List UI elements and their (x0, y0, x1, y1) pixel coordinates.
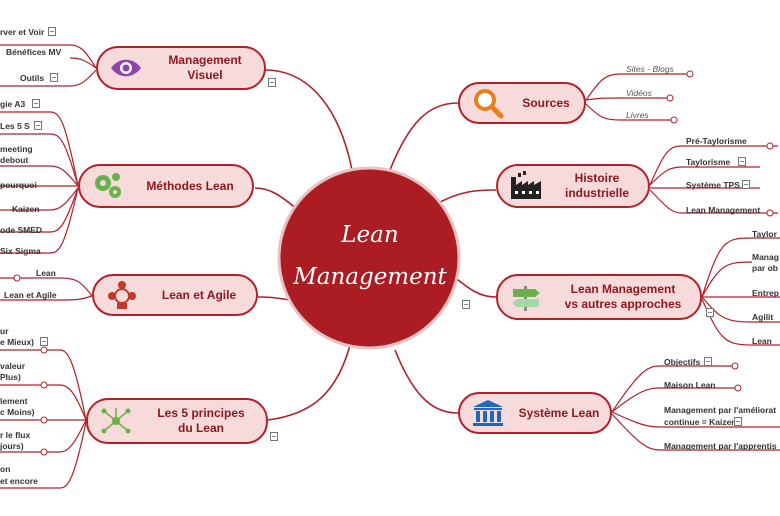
node-label: Sources (522, 95, 570, 110)
leaf-item[interactable]: ur (0, 326, 9, 336)
leaf-item[interactable]: Plus) (0, 372, 21, 382)
leaf-item[interactable]: c Moins) (0, 407, 35, 417)
node-label-line2: industrielle (564, 186, 629, 200)
leaf-item[interactable]: on (0, 464, 11, 474)
leaf-item[interactable]: gie A3 (0, 99, 26, 109)
factory-icon (506, 166, 546, 206)
leaf-item[interactable]: Lean et Agile (4, 290, 57, 300)
leaf-item[interactable]: et encore (0, 476, 38, 486)
leaf-item[interactable]: Sites - Blogs (626, 64, 674, 74)
leaf-item[interactable]: jours) (0, 441, 24, 451)
node-label-line1: Management (168, 53, 242, 67)
leaf-item[interactable]: Taylor (752, 229, 777, 239)
leaf-item[interactable]: Outils (20, 73, 45, 83)
node-label: Méthodes Lean (146, 178, 234, 193)
note-icon[interactable] (32, 99, 40, 108)
leaf-connectors (0, 44, 97, 489)
leaf-item[interactable]: Système TPS (686, 180, 740, 190)
network-icon (96, 401, 136, 441)
note-icon[interactable] (268, 78, 276, 87)
leaf-item[interactable]: Six Sigma (0, 246, 41, 256)
node-methodes-lean[interactable]: Méthodes Lean (78, 164, 254, 208)
note-icon[interactable] (462, 300, 470, 309)
node-label: Système Lean (518, 405, 600, 420)
leaf-item[interactable]: rver et Voir (0, 27, 45, 37)
leaf-item[interactable]: Maison Lean (664, 380, 716, 390)
leaf-item[interactable]: Lean Management (686, 205, 761, 215)
node-label-line2: vs autres approches (564, 297, 682, 311)
note-icon[interactable] (742, 180, 750, 189)
magnifier-icon (468, 83, 508, 123)
leaf-item[interactable]: pourquoi (0, 180, 37, 190)
note-icon[interactable] (50, 73, 58, 82)
node-label-line1: Les 5 principes (157, 406, 245, 420)
node-label-line1: Lean Management (570, 282, 676, 296)
note-icon[interactable] (734, 417, 742, 426)
leaf-item[interactable]: Les 5 S (0, 121, 30, 131)
leaf-item[interactable]: Taylorisme (686, 157, 731, 167)
leaf-item[interactable]: continue = Kaizen (664, 417, 737, 427)
note-icon[interactable] (704, 357, 712, 366)
leaf-item[interactable]: Bénéfices MV (6, 47, 62, 57)
leaf-item[interactable]: meeting (0, 144, 33, 154)
leaf-item[interactable]: lement (0, 396, 28, 406)
leaf-item[interactable]: Agilit (752, 312, 774, 322)
node-label: Lean et Agile (161, 287, 237, 302)
note-icon[interactable] (48, 27, 56, 36)
leaf-item[interactable]: debout (0, 155, 29, 165)
leaf-item[interactable]: Management par l'apprentis (664, 441, 777, 451)
node-label-line1: Histoire (574, 171, 620, 185)
team-icon (102, 275, 142, 315)
node-sources[interactable]: Sources (458, 82, 586, 124)
leaf-item[interactable]: e Mieux) (0, 337, 35, 347)
leaf-item[interactable]: ode SMED (0, 225, 43, 235)
leaf-item[interactable]: par ob (752, 263, 778, 273)
hub-circle (277, 166, 461, 350)
note-icon[interactable] (738, 157, 746, 166)
note-icon[interactable] (34, 121, 42, 130)
node-label-line2: Visuel (187, 68, 223, 82)
note-icon[interactable] (270, 432, 278, 441)
leaf-item[interactable]: Management par l'améliorat (664, 405, 777, 415)
leaf-item[interactable]: Manag (752, 252, 779, 262)
leaf-connectors-right (585, 73, 780, 451)
gears-icon (88, 166, 128, 206)
eye-icon (106, 48, 146, 88)
leaf-item[interactable]: Kaizen (12, 204, 40, 214)
note-icon[interactable] (40, 337, 48, 346)
leaf-item[interactable]: Livres (626, 110, 649, 120)
leaf-item[interactable]: Lean (752, 336, 772, 346)
expand-markers (13, 70, 774, 456)
signpost-icon (506, 277, 546, 317)
node-systeme-lean[interactable]: Système Lean (458, 392, 612, 434)
leaf-item[interactable]: Pré-Taylorisme (686, 136, 747, 146)
leaf-item[interactable]: Objectifs (664, 357, 701, 367)
node-label-line2: du Lean (177, 421, 224, 435)
hub-title-line2: Management (293, 264, 447, 290)
institution-icon (468, 393, 508, 433)
leaf-item[interactable]: Vidéos (626, 88, 652, 98)
leaf-item[interactable]: r le flux (0, 430, 31, 440)
leaf-item[interactable]: Lean (36, 268, 56, 278)
note-icon[interactable] (706, 308, 714, 317)
leaf-item[interactable]: valeur (0, 361, 26, 371)
leaf-item[interactable]: Entrep (752, 288, 779, 298)
hub-title-line1: Lean (341, 222, 399, 248)
node-lean-et-agile[interactable]: Lean et Agile (92, 274, 258, 316)
